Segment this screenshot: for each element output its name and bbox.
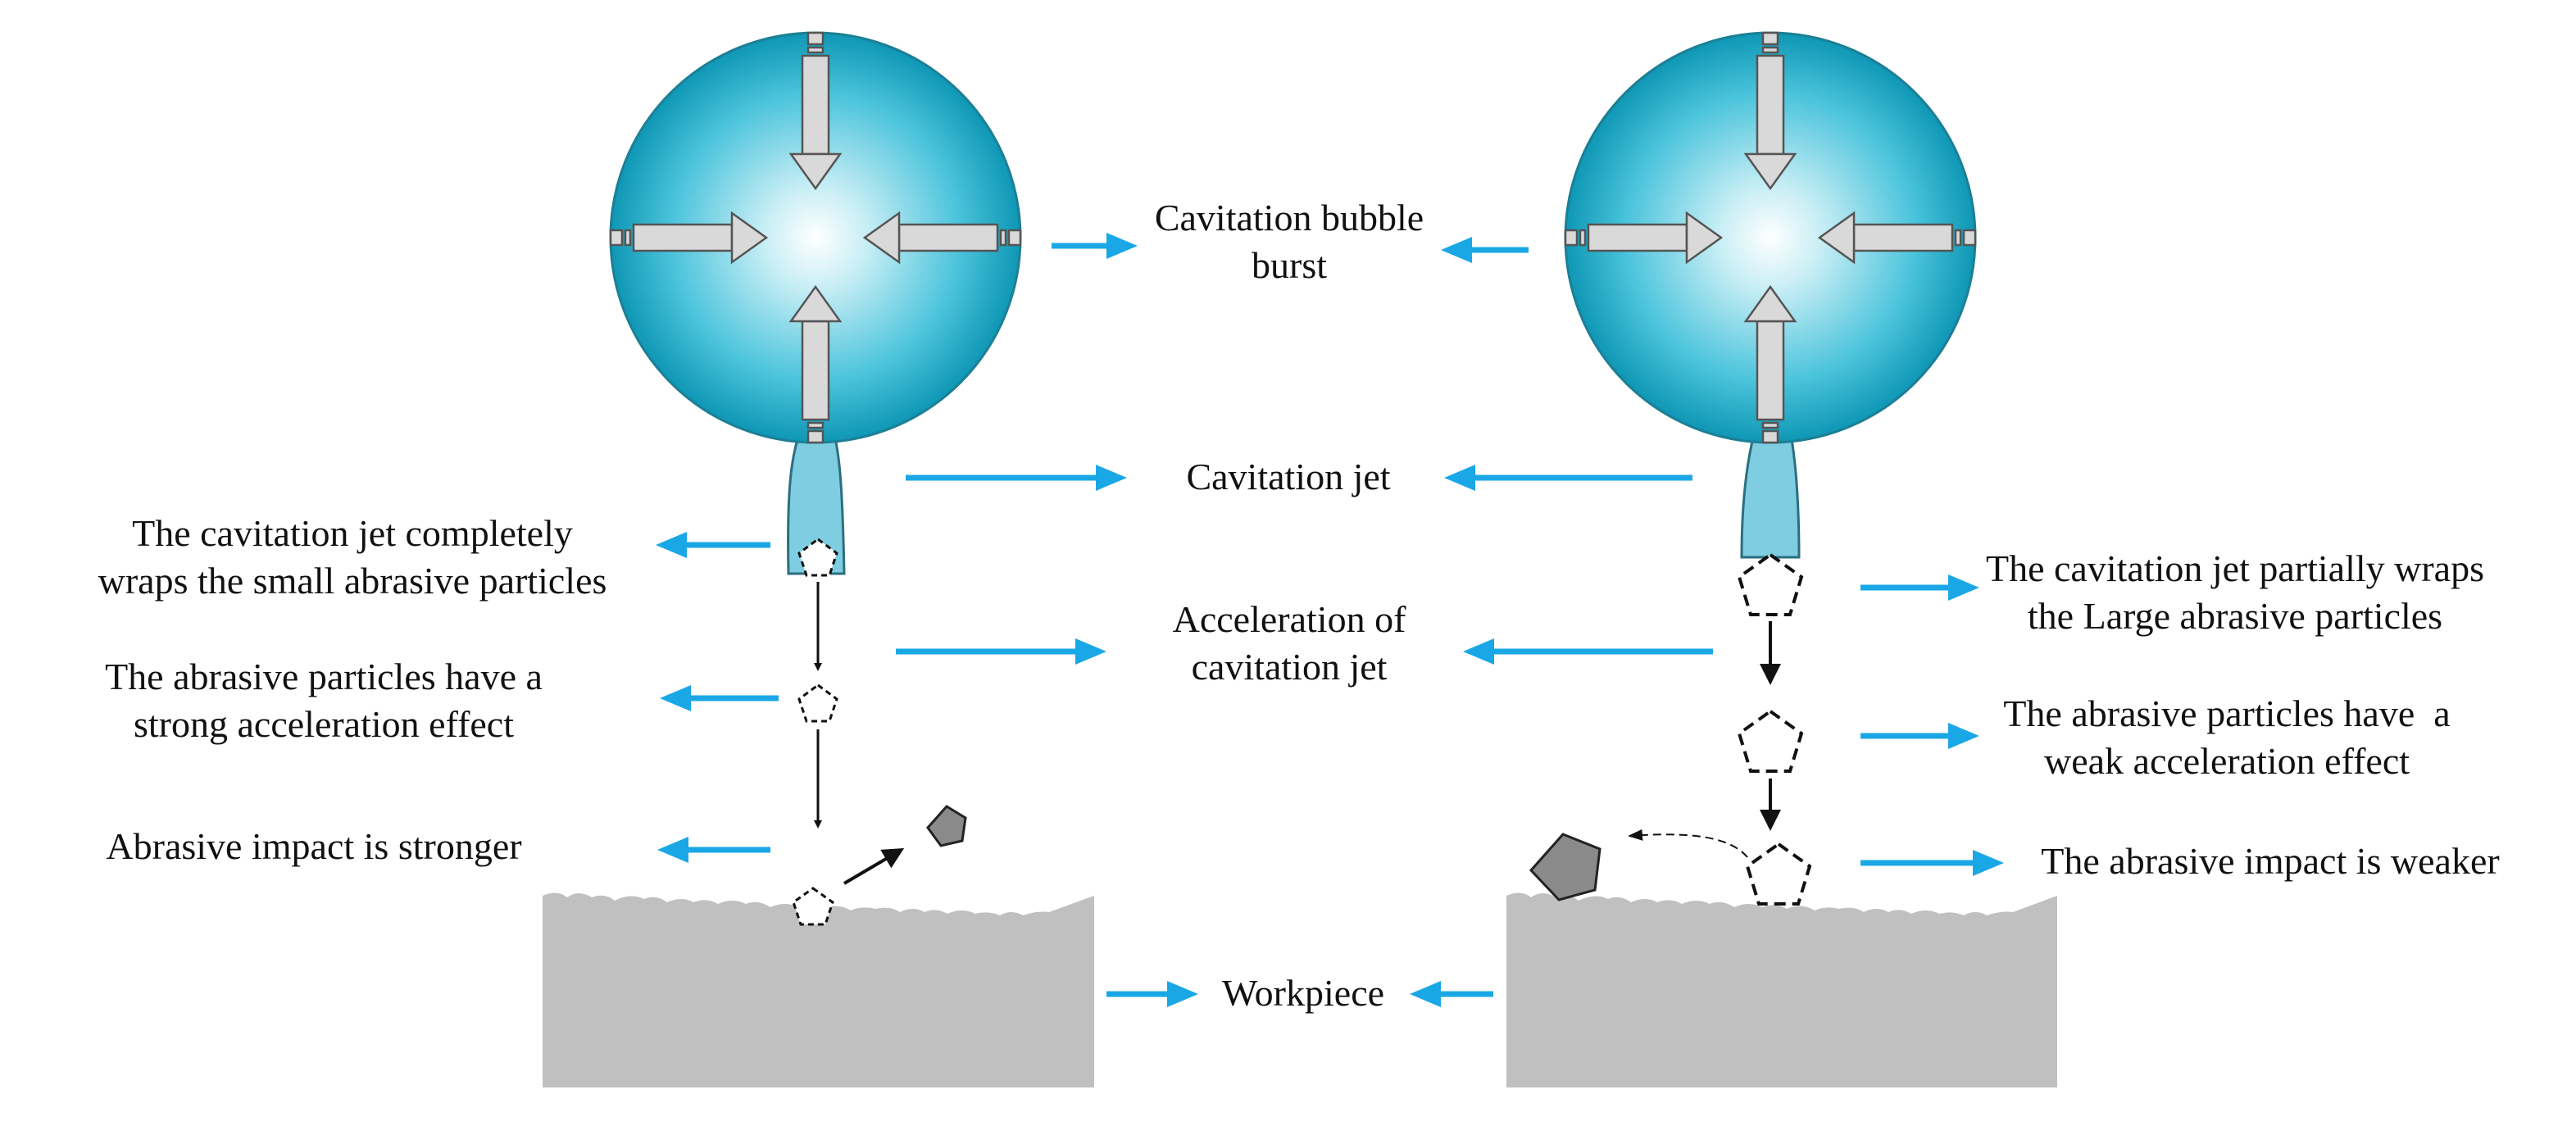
right-particle-rebound	[1529, 833, 1601, 901]
right-particle-impact	[1745, 842, 1812, 906]
left-wraps-line1: The cavitation jet completely	[132, 512, 573, 554]
left-accel-line1: The abrasive particles have a	[105, 656, 543, 697]
acceleration-label: Acceleration of cavitation jet	[1173, 596, 1406, 691]
right-particle-accelerated	[1737, 709, 1804, 773]
right-inward-pressure-arrows	[1564, 31, 1977, 444]
left-impact-text: Abrasive impact is stronger	[106, 825, 522, 867]
left-particle-accelerated	[797, 683, 838, 723]
left-wraps-label: The cavitation jet completely wraps the …	[98, 510, 607, 605]
acceleration-line2: cavitation jet	[1191, 646, 1388, 688]
cavitation-jet-text: Cavitation jet	[1186, 456, 1391, 497]
cavitation-jet-label: Cavitation jet	[1186, 453, 1390, 501]
bubble-burst-label: Cavitation bubble burst	[1155, 194, 1424, 289]
right-wraps-label: The cavitation jet partially wraps the L…	[1986, 545, 2484, 640]
right-particle-wrapped	[1737, 552, 1804, 616]
right-wraps-line1: The cavitation jet partially wraps	[1986, 547, 2484, 589]
left-inward-pressure-arrows	[609, 31, 1022, 444]
bubble-burst-line2: burst	[1252, 244, 1327, 286]
bubble-burst-line1: Cavitation bubble	[1154, 197, 1424, 238]
label-pointer-arrows	[656, 233, 2004, 1007]
workpiece-text: Workpiece	[1221, 972, 1385, 1014]
left-particle-impact	[792, 887, 834, 926]
left-accel-line2: strong acceleration effect	[134, 703, 514, 745]
acceleration-line1: Acceleration of	[1172, 598, 1406, 640]
right-impact-label: The abrasive impact is weaker	[2041, 838, 2499, 885]
right-impact-text: The abrasive impact is weaker	[2041, 840, 2500, 882]
right-accel-line1: The abrasive particles have a	[2003, 692, 2451, 734]
left-particle-wrapped	[797, 538, 838, 577]
left-wraps-line2: wraps the small abrasive particles	[98, 560, 607, 602]
right-workpiece	[1506, 892, 2057, 1087]
particle-trajectory-arrows	[814, 582, 1781, 885]
workpiece-label: Workpiece	[1222, 969, 1384, 1017]
right-abrasive-particles	[1737, 552, 1812, 906]
left-accel-label: The abrasive particles have a strong acc…	[105, 653, 543, 748]
left-abrasive-particles	[792, 538, 838, 926]
right-accel-label: The abrasive particles have a weak accel…	[2003, 690, 2450, 785]
right-wraps-line2: the Large abrasive particles	[2027, 595, 2443, 637]
left-impact-label: Abrasive impact is stronger	[106, 823, 521, 870]
left-particle-rebound	[926, 805, 967, 847]
left-workpiece	[543, 892, 1094, 1087]
right-accel-line2: weak acceleration effect	[2043, 740, 2410, 782]
